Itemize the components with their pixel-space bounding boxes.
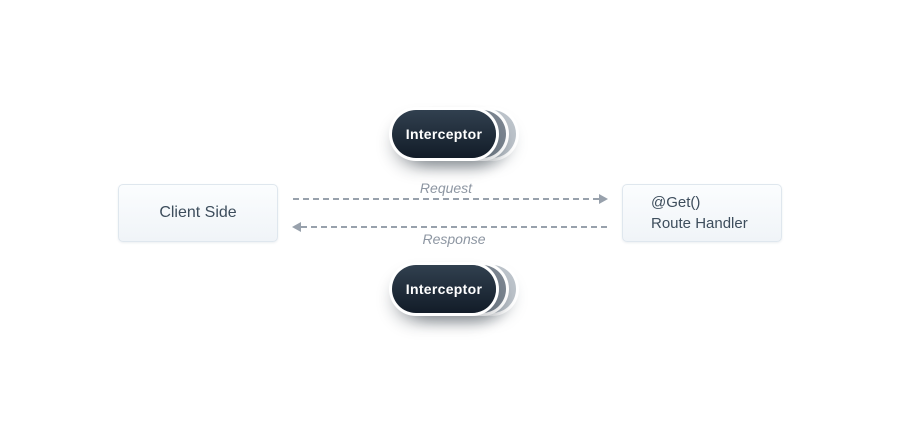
route-handler-label: Route Handler: [651, 215, 748, 232]
client-side-label: Client Side: [159, 204, 237, 221]
arrow-head-right-icon: [599, 194, 608, 204]
response-label: Response: [422, 231, 486, 247]
interceptor-pill-top: Interceptor: [392, 110, 516, 158]
route-handler-box: @Get() Route Handler: [622, 184, 782, 242]
arrow-head-left-icon: [292, 222, 301, 232]
interceptor-badge-bottom: Interceptor: [392, 265, 496, 313]
request-label: Request: [419, 180, 473, 196]
response-arrow: [292, 222, 607, 232]
interceptor-bottom-label: Interceptor: [405, 281, 483, 297]
client-side-box: Client Side: [118, 184, 278, 242]
request-arrow: [293, 194, 608, 204]
get-decorator-label: @Get(): [651, 194, 701, 211]
interceptor-pill-bottom: Interceptor: [392, 265, 516, 313]
interceptor-top-label: Interceptor: [405, 126, 483, 142]
interceptor-badge-top: Interceptor: [392, 110, 496, 158]
